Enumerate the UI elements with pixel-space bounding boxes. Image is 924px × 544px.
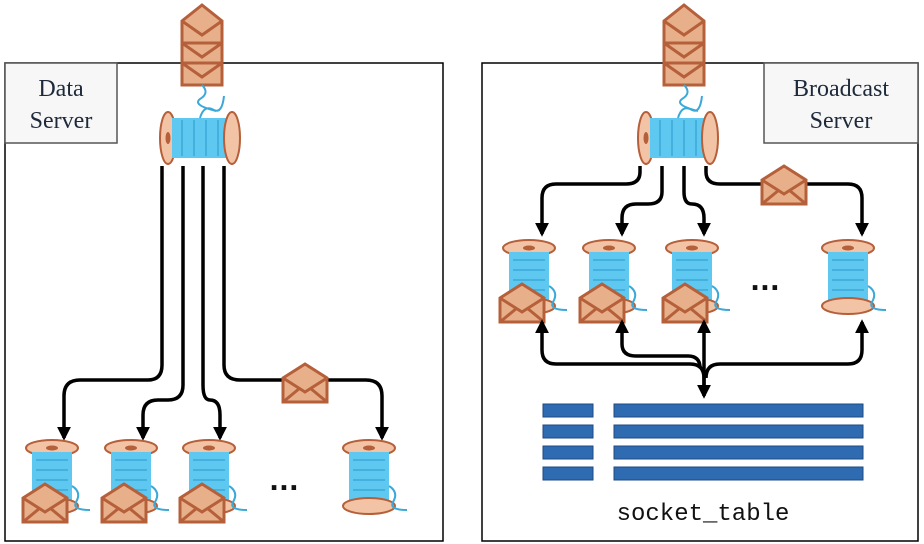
socket-table bbox=[542, 403, 864, 481]
broadcast-client-spool-icon-4 bbox=[821, 239, 887, 315]
data-server-label-line1: Data bbox=[38, 76, 84, 102]
broadcast-main-spool-icon bbox=[637, 95, 719, 165]
broadcast-server-label-line1: Broadcast bbox=[793, 76, 889, 102]
data-server-connections bbox=[57, 166, 389, 441]
broadcast-server-label-line2: Server bbox=[810, 108, 873, 134]
socket-table-label: socket_table bbox=[617, 501, 790, 528]
broadcast-incoming-messages-icon bbox=[662, 3, 706, 87]
broadcast-connections bbox=[535, 166, 869, 237]
broadcast-message-in-transit-icon bbox=[760, 164, 808, 206]
data-server-label-box bbox=[4, 62, 118, 144]
broadcast-ellipsis: ... bbox=[750, 267, 780, 297]
data-server-label-line2: Server bbox=[30, 108, 93, 134]
data-server-frame bbox=[4, 62, 444, 542]
broadcast-server-label-box bbox=[763, 62, 919, 144]
broadcast-server-panel: Broadcast Server ... bbox=[481, 3, 919, 542]
data-server-ellipsis: ... bbox=[269, 467, 299, 497]
data-server-panel: Data Server ... bbox=[4, 3, 444, 542]
message-in-transit-icon bbox=[281, 362, 329, 404]
client-spool-icon-4 bbox=[342, 439, 408, 515]
socket-table-links bbox=[535, 319, 869, 399]
incoming-messages-icon bbox=[180, 3, 224, 87]
